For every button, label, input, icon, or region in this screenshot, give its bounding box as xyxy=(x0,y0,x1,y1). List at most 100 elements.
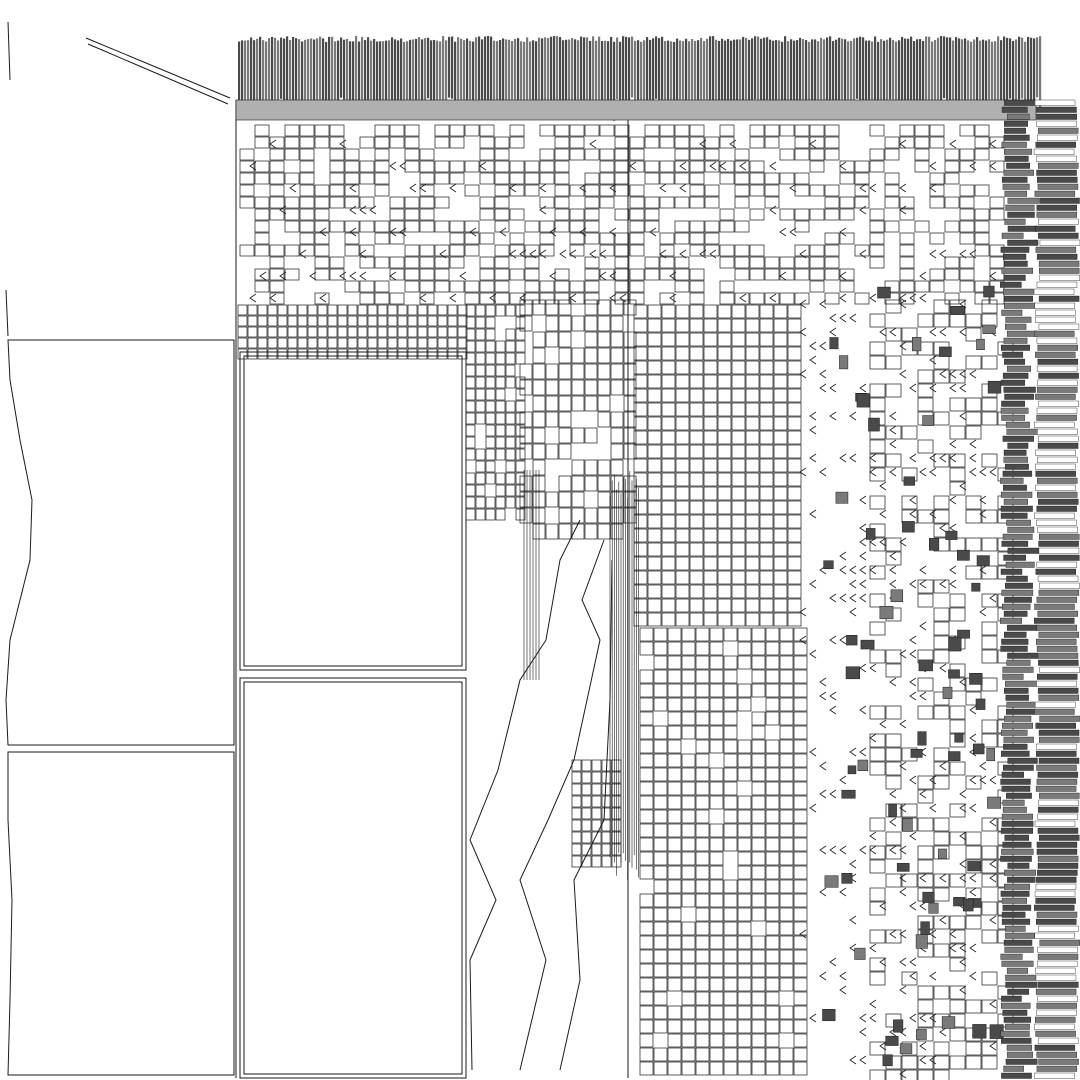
right-chevron xyxy=(969,705,977,715)
edge-bar-right xyxy=(1037,344,1078,351)
edge-bar-left xyxy=(1000,281,1022,288)
edge-bar-right xyxy=(1037,456,1078,463)
edge-bar-left xyxy=(1002,603,1031,610)
edge-bar-right xyxy=(1035,141,1076,148)
upper-cell xyxy=(314,256,330,269)
upper-cell xyxy=(479,136,495,149)
strip-cell-a xyxy=(515,448,526,461)
edge-bar-left xyxy=(1003,610,1028,617)
upper-chevron xyxy=(859,249,867,259)
mid-grid-cell xyxy=(703,304,718,319)
upper-cell xyxy=(944,220,960,233)
upper-cell xyxy=(299,148,315,161)
mid-grid-cell xyxy=(737,823,752,838)
upper-cell xyxy=(929,172,945,185)
right-chevron xyxy=(909,1013,917,1023)
edge-bar-right xyxy=(1038,799,1080,806)
right-chevron xyxy=(929,929,937,939)
upper-chevron xyxy=(589,139,597,149)
upper-cell xyxy=(629,268,645,281)
upper-cell xyxy=(794,172,810,185)
mid-grid-cell xyxy=(745,304,760,319)
top-band-strip xyxy=(418,36,421,106)
strip-cell-a xyxy=(515,316,526,329)
mid-grid-cell xyxy=(709,683,724,698)
top-band-strip xyxy=(709,36,712,113)
mid-grid-cell xyxy=(689,472,704,487)
right-chevron xyxy=(839,985,847,995)
edge-bar-left xyxy=(1001,729,1028,736)
right-chevron xyxy=(849,747,857,757)
right-chevron xyxy=(989,775,997,785)
mid-left-cell xyxy=(267,326,278,338)
strip-cell-c xyxy=(581,855,592,868)
strip-cell-b xyxy=(545,363,559,380)
upper-cell xyxy=(299,208,315,221)
mid-grid-cell xyxy=(793,865,808,880)
right-chevron xyxy=(899,341,907,351)
mid-grid-cell xyxy=(689,360,704,375)
upper-chevron xyxy=(779,227,787,237)
mid-grid-cell xyxy=(765,809,780,824)
edge-bar-right xyxy=(1038,400,1079,407)
mid-grid-cell xyxy=(639,851,654,866)
mid-grid-cell xyxy=(765,823,780,838)
right-cell xyxy=(901,1055,918,1070)
right-chevron xyxy=(889,789,897,799)
edge-bar-right xyxy=(1038,1058,1079,1065)
top-band-strip xyxy=(805,40,808,114)
right-chevron xyxy=(829,957,837,967)
top-band-strip xyxy=(865,40,868,104)
strip-cell-b xyxy=(610,363,624,380)
upper-cell xyxy=(869,208,885,221)
top-band-strip xyxy=(856,37,859,99)
right-filled-square xyxy=(822,1008,836,1022)
uv-strip-zigzag-1 xyxy=(469,519,581,1071)
top-band-strip xyxy=(682,41,685,107)
upper-cell xyxy=(509,124,525,137)
edge-bar-right xyxy=(1034,99,1076,106)
upper-chevron xyxy=(699,139,707,149)
upper-cell xyxy=(749,124,765,137)
mid-grid-cell xyxy=(787,542,802,557)
right-chevron xyxy=(869,467,877,477)
right-cell xyxy=(869,453,886,468)
right-chevron xyxy=(969,873,977,883)
mid-grid-cell xyxy=(703,514,718,529)
edge-bar-left xyxy=(1001,141,1027,148)
strip-cell-a xyxy=(475,484,486,497)
mid-grid-cell xyxy=(731,416,746,431)
edge-bar-right xyxy=(1036,407,1078,414)
upper-cell xyxy=(614,208,630,221)
mid-grid-cell xyxy=(695,739,710,754)
upper-cell xyxy=(989,160,1005,173)
right-cell xyxy=(901,327,918,342)
right-chevron xyxy=(919,873,927,883)
right-chevron xyxy=(879,537,887,547)
mid-grid-cell xyxy=(751,781,766,796)
mid-grid-cell xyxy=(689,332,704,347)
edge-bar-right xyxy=(1037,855,1079,862)
upper-chevron xyxy=(289,183,297,193)
top-band-strip xyxy=(694,40,697,118)
mid-grid-cell xyxy=(745,570,760,585)
edge-bar-right xyxy=(1037,183,1079,190)
mid-grid-cell xyxy=(709,697,724,712)
right-chevron xyxy=(959,369,967,379)
strip-cell-b xyxy=(623,363,637,380)
upper-cell xyxy=(374,148,390,161)
mid-grid-cell xyxy=(773,514,788,529)
mid-grid-cell xyxy=(751,823,766,838)
upper-cell xyxy=(419,256,435,269)
upper-cell xyxy=(569,232,585,245)
mid-left-cell xyxy=(237,326,248,338)
upper-chevron xyxy=(609,183,617,193)
right-cell xyxy=(869,705,886,720)
mid-grid-cell xyxy=(751,753,766,768)
upper-cell xyxy=(464,124,480,137)
mid-grid-cell xyxy=(793,1061,808,1076)
right-cell xyxy=(949,607,966,622)
upper-cell xyxy=(359,280,375,293)
right-filled-square xyxy=(903,476,915,486)
